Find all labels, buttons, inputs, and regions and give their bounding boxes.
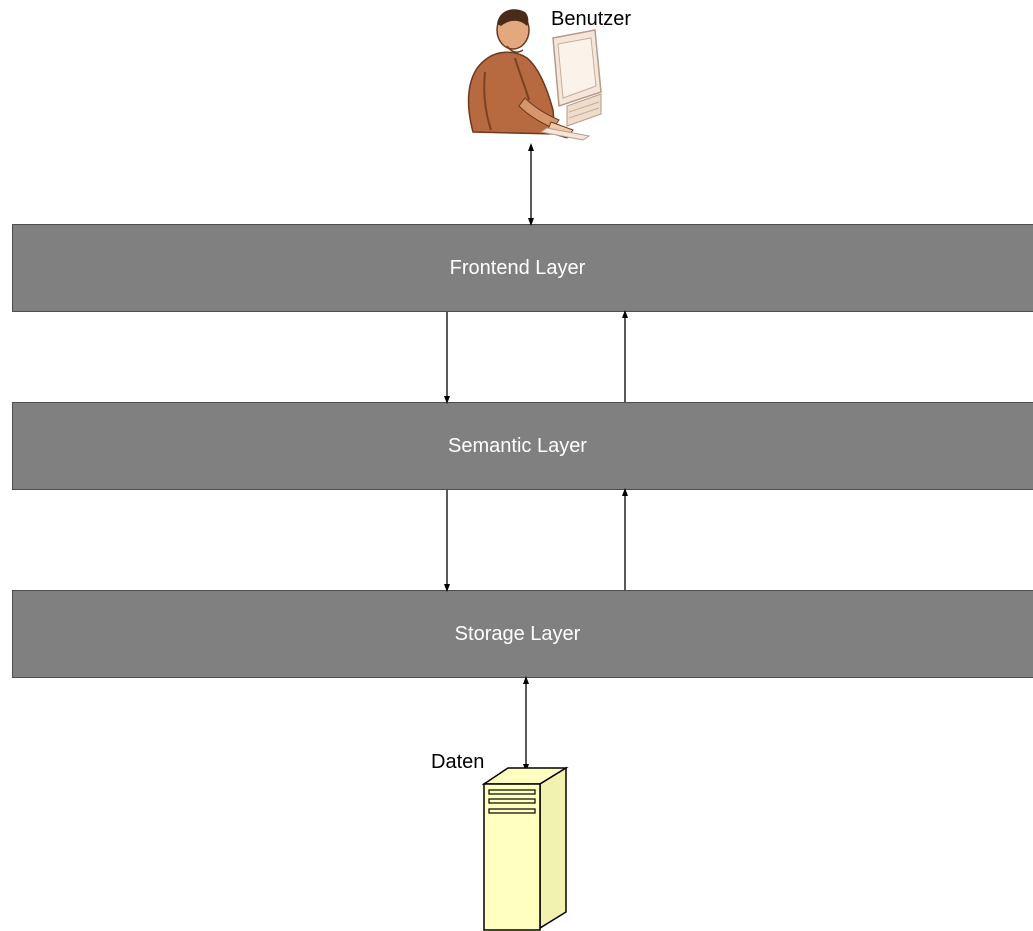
server-tower-icon [482, 766, 569, 931]
semantic-layer: Semantic Layer [12, 402, 1033, 490]
data-label: Daten [431, 751, 485, 773]
storage-layer: Storage Layer [12, 590, 1033, 678]
user-label: Benutzer [551, 8, 632, 30]
storage-layer-label: Storage Layer [454, 623, 581, 645]
semantic-layer-label: Semantic Layer [448, 435, 587, 457]
frontend-layer-label: Frontend Layer [449, 257, 586, 279]
frontend-layer: Frontend Layer [12, 224, 1033, 312]
user-at-computer-icon [467, 9, 602, 141]
